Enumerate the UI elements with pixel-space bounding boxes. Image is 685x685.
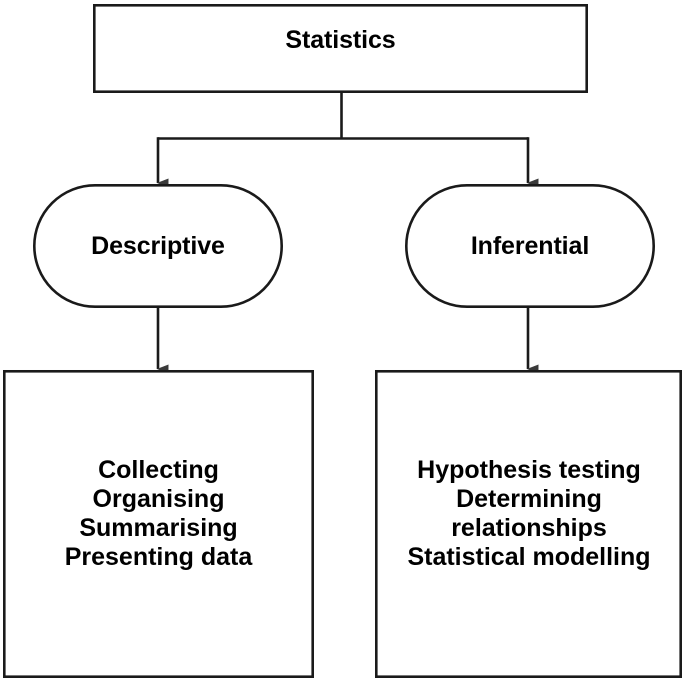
node-inferential-leaf — [374, 369, 682, 678]
node-descriptive — [32, 184, 283, 309]
connector-statistics-split — [158, 93, 528, 140]
node-inferential — [404, 184, 655, 309]
node-statistics — [93, 4, 588, 94]
node-descriptive-leaf — [3, 369, 314, 678]
